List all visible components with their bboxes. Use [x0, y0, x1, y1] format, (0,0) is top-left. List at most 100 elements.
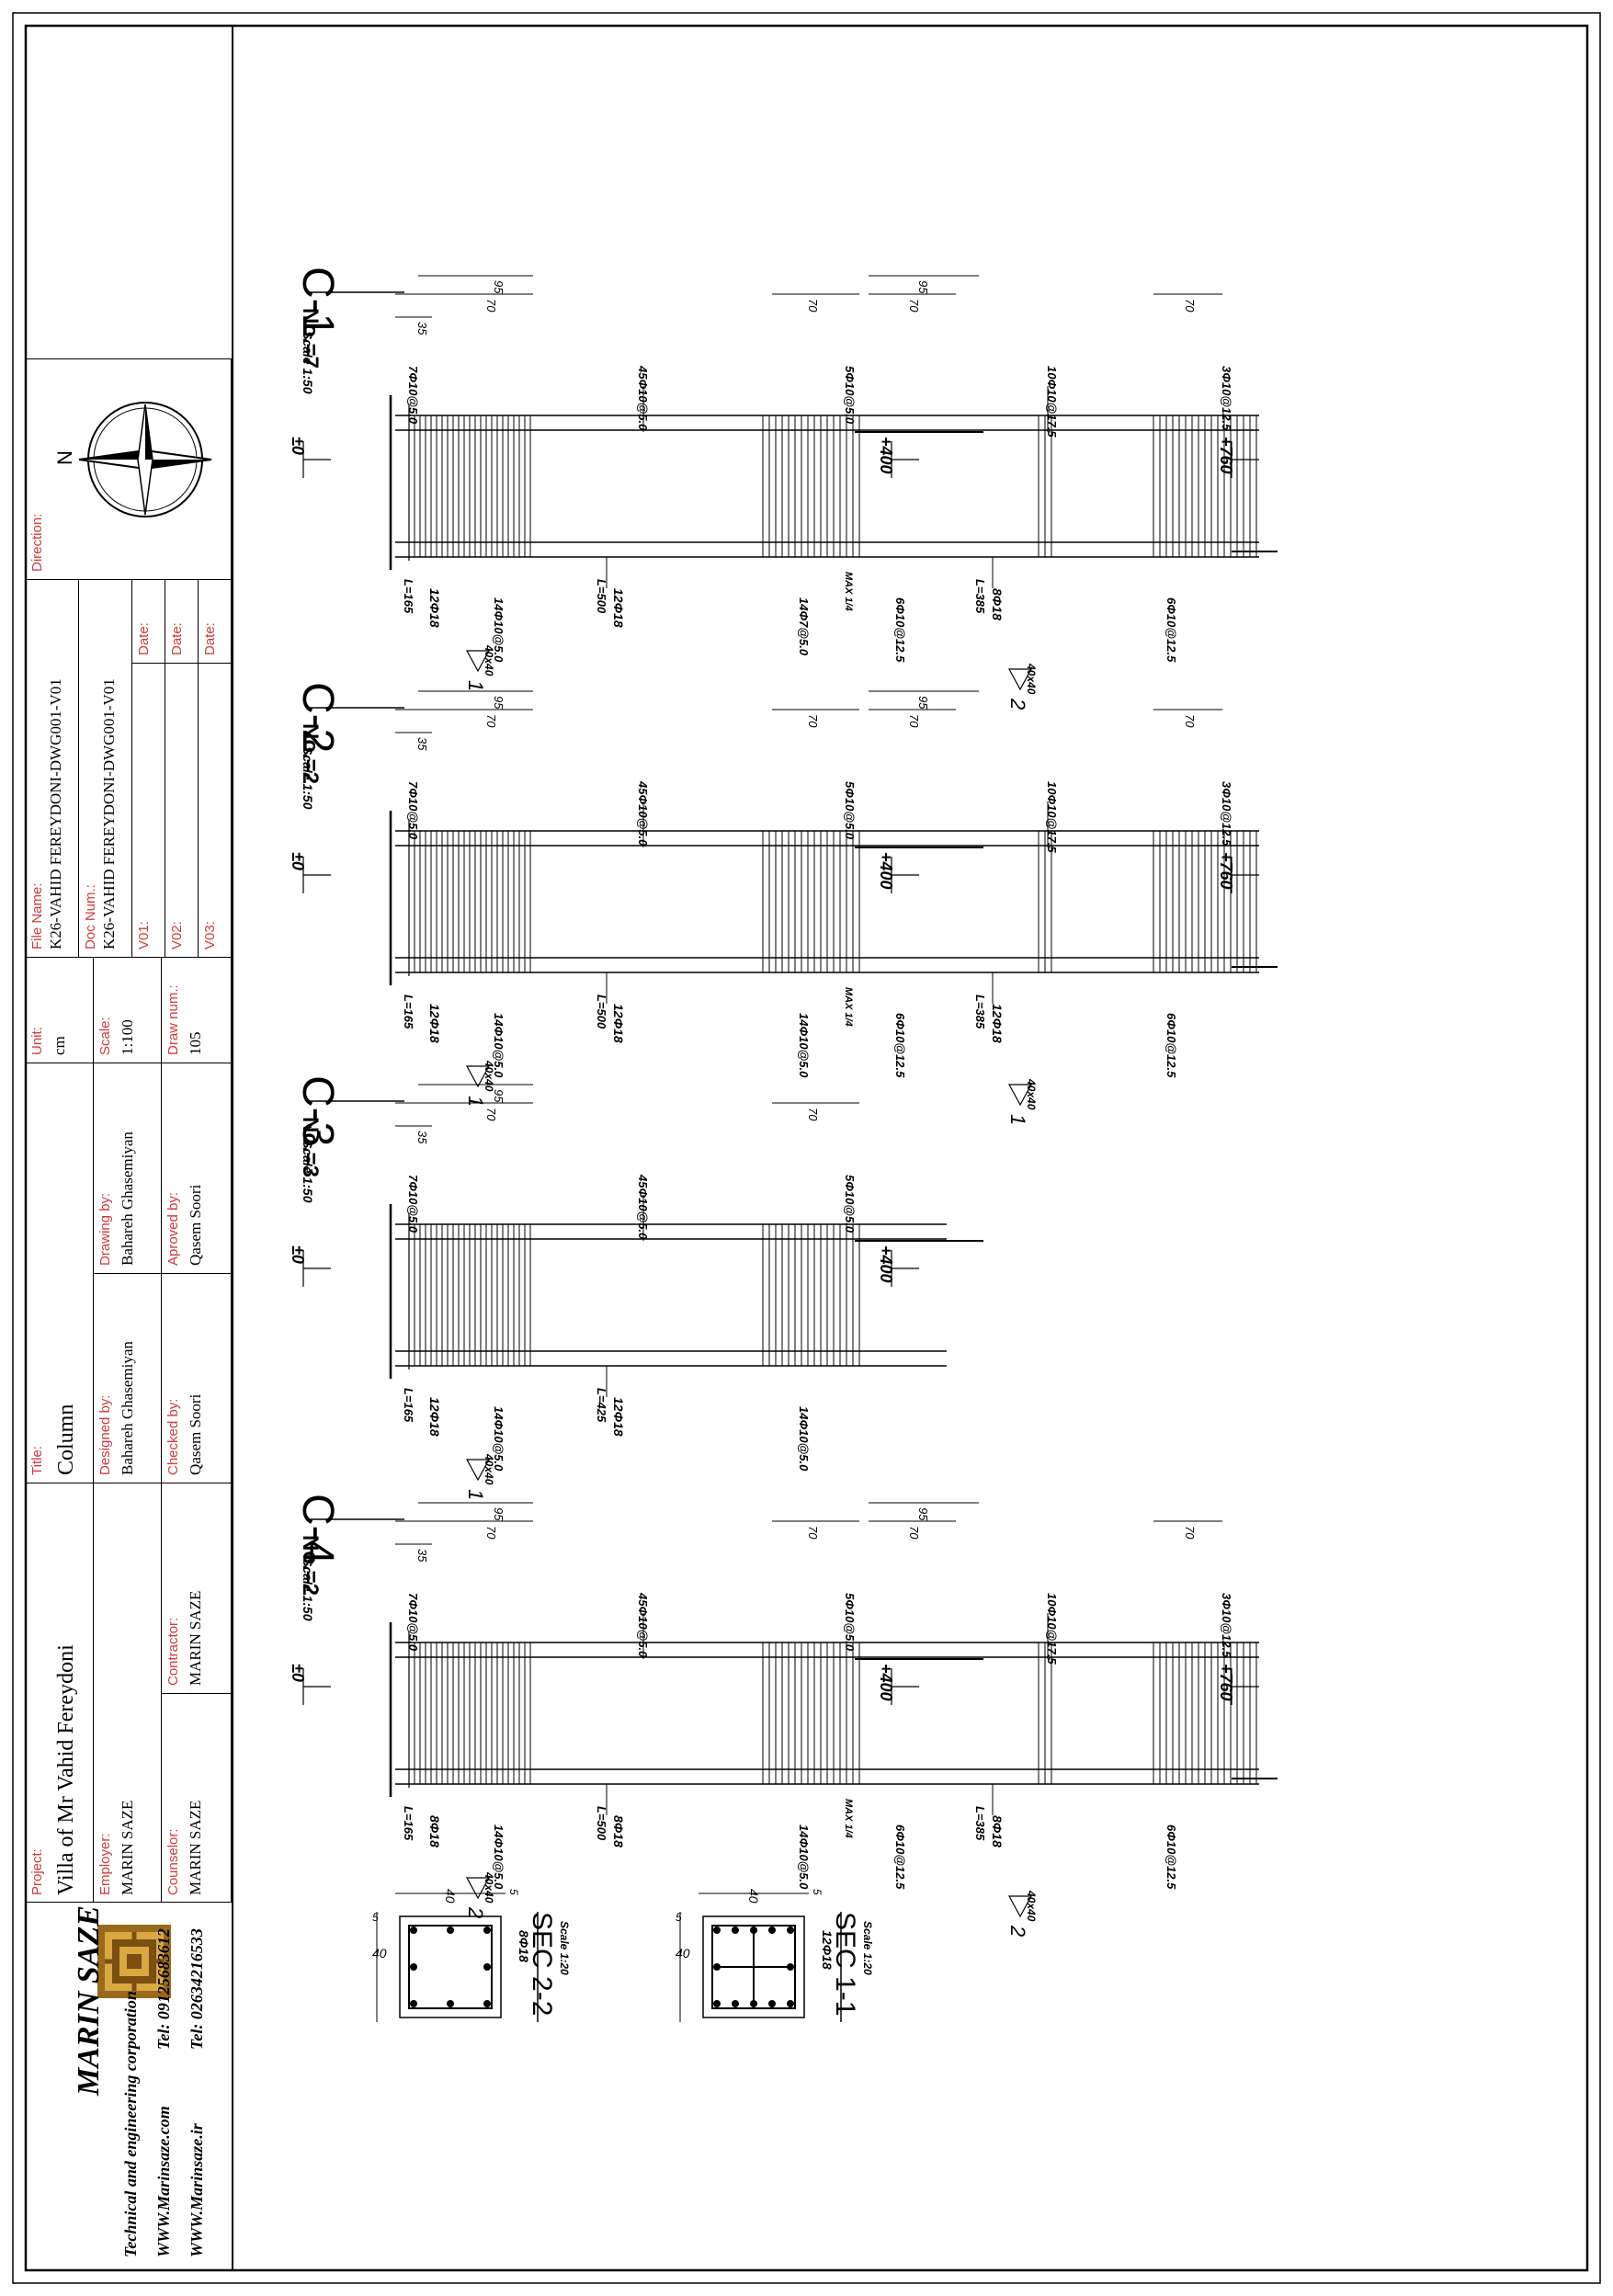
section-title: SEC 1-1 — [830, 1912, 860, 2016]
dimension-text: 70 — [1183, 714, 1197, 728]
column-count: No.=3 — [298, 1117, 323, 1177]
rebar-note: 14Φ10@5.0 — [797, 1013, 811, 1078]
rebar-note: 7Φ10@5.0 — [406, 1593, 420, 1652]
approved-by-value: Qasem Soori — [187, 1184, 204, 1266]
company-block: MARIN SAZE Technical and engineering cor… — [26, 1902, 232, 2270]
contractor-cell: Contractor: MARIN SAZE — [162, 1483, 232, 1693]
column-count: No.=2 — [298, 723, 323, 784]
section-tag-triangle — [465, 1459, 491, 1482]
rebar-note: L=500 — [595, 995, 608, 1029]
rebar-note: 8Φ18 — [990, 588, 1005, 620]
rebar-dot — [410, 2000, 417, 2007]
dimension-text: 70 — [1183, 1526, 1197, 1540]
rebar-note: 12Φ18 — [990, 1004, 1005, 1043]
designed-by-label: Designed by: — [97, 1394, 113, 1475]
rebar-dot — [732, 1927, 739, 1934]
section-outline — [399, 1915, 502, 2018]
doc-num-label: Doc Num.: — [83, 884, 98, 949]
rebar-note: 12Φ18 — [611, 588, 626, 628]
v03-date-cell: Date: — [199, 579, 232, 663]
employer-value: MARIN SAZE — [119, 1800, 136, 1895]
rebar-note: MAX 1/4 — [843, 572, 854, 611]
v01-date-label: Date: — [136, 622, 152, 655]
level-label: ±0 — [289, 852, 307, 870]
rebar-note: 5Φ10@5.0 — [843, 366, 857, 425]
level-label: +400 — [877, 437, 895, 474]
rebar-note: 12Φ18 — [427, 588, 442, 628]
direction-label: Direction: — [29, 513, 45, 572]
rebar-note: L=165 — [402, 995, 415, 1029]
company-website-1[interactable]: WWW.Marinsaze.com — [154, 2106, 173, 2257]
rebar-note: 14Φ10@5.0 — [797, 1406, 811, 1472]
section-tag-size: 40x40 — [1025, 663, 1038, 695]
section-scale: Scale 1:20 — [558, 1921, 571, 1975]
dimension-text: 70 — [806, 299, 820, 313]
rebar-dot — [483, 2000, 491, 2007]
rebar-note: L=500 — [595, 579, 608, 614]
dimension-text: 35 — [415, 737, 429, 751]
checked-by-value: Qasem Soori — [187, 1393, 204, 1475]
section-dim: 5 — [811, 1889, 824, 1895]
section-title: SEC 2-2 — [527, 1912, 557, 2016]
v03-date-label: Date: — [202, 622, 218, 655]
section-tag-number: 1 — [464, 680, 487, 691]
dimension-text: 95 — [492, 1089, 505, 1103]
doc-num-value: K26-VAHID FEREYDONI-DWG001-V01 — [100, 678, 118, 949]
column-title: C-4 — [293, 1494, 342, 1564]
section-dim: 40 — [372, 1946, 387, 1961]
checked-by-label: Checked by: — [165, 1398, 181, 1475]
dimension-text: 70 — [806, 1108, 820, 1121]
section-tag-number: 2 — [1006, 698, 1029, 710]
project-value: Villa of Mr Vahid Fereydoni — [54, 1644, 78, 1895]
level-label: +400 — [877, 852, 895, 890]
project-cell: Project: Villa of Mr Vahid Fereydoni — [26, 1483, 94, 1903]
dimension-text: 70 — [484, 714, 498, 728]
level-label: ±0 — [289, 437, 307, 455]
rebar-note: 6Φ10@12.5 — [893, 1013, 907, 1078]
rebar-note: 14Φ10@5.0 — [797, 1824, 811, 1890]
company-name: MARIN SAZE — [72, 1905, 106, 2096]
section-tag-size: 40x40 — [483, 1060, 495, 1092]
north-label: N — [53, 450, 76, 465]
dimension-text: 95 — [492, 280, 505, 294]
rebar-note: 8Φ18 — [990, 1815, 1005, 1847]
rebar-note: 10Φ10@17.5 — [1045, 1593, 1059, 1665]
title-label: Title: — [29, 1446, 45, 1475]
employer-cell: Employer: MARIN SAZE — [94, 1483, 162, 1903]
section-bars: 8Φ18 — [517, 1930, 531, 1962]
dimension-text: 70 — [1183, 299, 1197, 313]
dimension-text: 35 — [415, 1549, 429, 1563]
company-website-2[interactable]: WWW.Marinsaze.ir — [187, 2123, 206, 2257]
rebar-note: 5Φ10@5.0 — [843, 781, 857, 840]
dimension-text: 95 — [916, 280, 930, 294]
rebar-note: 14Φ10@5.0 — [492, 1013, 505, 1078]
section-tag-triangle — [1007, 1084, 1033, 1107]
v03-cell: V03: — [199, 663, 232, 957]
unit-label: Unit: — [29, 1027, 45, 1055]
v03-label: V03: — [202, 921, 218, 949]
rebar-note: 8Φ18 — [427, 1815, 442, 1847]
file-name-value: K26-VAHID FEREYDONI-DWG001-V01 — [47, 678, 64, 949]
column-scale: Scale 1:50 — [301, 331, 315, 394]
rebar-dot — [787, 1927, 794, 1934]
scale-value: 1:100 — [119, 1019, 136, 1055]
section-tag-triangle — [465, 1065, 491, 1088]
rebar-note: 6Φ10@12.5 — [893, 1824, 907, 1890]
v02-date-cell: Date: — [165, 579, 199, 663]
section-dim: 5 — [372, 1911, 379, 1924]
rebar-dot — [483, 1963, 491, 1971]
dimension-text: 35 — [415, 1131, 429, 1144]
rebar-dot — [768, 2000, 776, 2007]
level-label: +400 — [877, 1245, 895, 1283]
rebar-dot — [713, 2000, 721, 2007]
level-label: ±0 — [289, 1245, 307, 1264]
section-tag-triangle — [1007, 1895, 1033, 1918]
file-name-label: File Name: — [29, 882, 45, 949]
scale-cell: Scale: 1:100 — [94, 957, 162, 1063]
dimension-text: 95 — [916, 1507, 930, 1521]
rebar-dot — [787, 2000, 794, 2007]
contractor-label: Contractor: — [165, 1617, 181, 1686]
rebar-note: 3Φ10@12.5 — [1220, 1593, 1233, 1658]
section-dim: 5 — [676, 1911, 682, 1924]
